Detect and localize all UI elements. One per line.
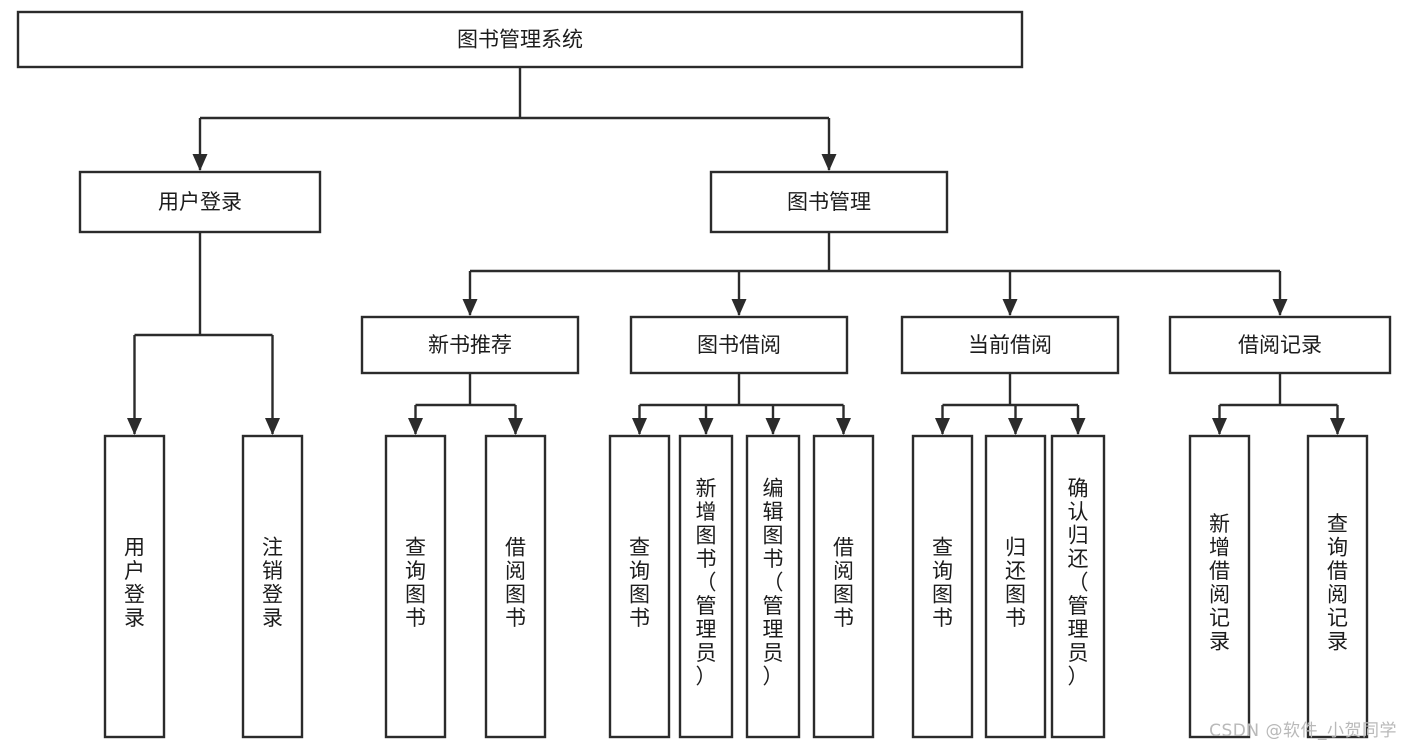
arrow-head-icon [1272,299,1288,316]
node-leaf-7-借阅图书[interactable]: 借阅图书 [812,434,875,739]
node-box [812,434,875,739]
node-label: 用户登录 [158,190,242,214]
node-leaf-6-编辑图书管理员[interactable]: 编辑图书（管理员） [745,434,801,739]
node-l3-图书借阅[interactable]: 图书借阅 [629,315,849,375]
node-box [16,10,1024,69]
node-box [384,434,447,739]
node-leaf-9-归还图书[interactable]: 归还图书 [984,434,1047,739]
arrow-head-icon [836,418,851,435]
node-box [103,434,166,739]
node-leaf-12-查询借阅记录[interactable]: 查询借阅记录 [1306,434,1369,739]
arrow-head-icon [765,418,781,435]
node-label: 用户登录 [124,535,145,630]
node-box [241,434,304,739]
node-label: 编辑图书（管理员） [763,477,784,689]
node-box [1306,434,1369,739]
arrow-head-icon [698,418,714,435]
node-label: 图书管理 [787,190,871,214]
arrow-head-icon [462,299,478,316]
node-leaf-3-借阅图书[interactable]: 借阅图书 [484,434,547,739]
node-box [484,434,547,739]
node-layer: 图书管理系统用户登录图书管理新书推荐图书借阅当前借阅借阅记录用户登录注销登录查询… [16,10,1392,739]
arrow-head-icon [935,418,950,435]
node-box [78,170,322,234]
node-leaf-11-新增借阅记录[interactable]: 新增借阅记录 [1188,434,1251,739]
node-leaf-1-注销登录[interactable]: 注销登录 [241,434,304,739]
arrow-head-icon [1008,418,1023,435]
node-label: 查询图书 [629,535,650,630]
node-label: 当前借阅 [968,333,1052,357]
node-box [911,434,974,739]
arrow-head-icon [265,418,280,435]
node-label: 图书管理系统 [457,28,583,52]
node-leaf-4-查询图书[interactable]: 查询图书 [608,434,671,739]
node-l3-当前借阅[interactable]: 当前借阅 [900,315,1120,375]
node-leaf-0-用户登录[interactable]: 用户登录 [103,434,166,739]
node-label: 借阅图书 [833,535,854,630]
node-box [745,434,801,739]
node-leaf-2-查询图书[interactable]: 查询图书 [384,434,447,739]
arrow-head-icon [1330,418,1345,435]
node-leaf-5-新增图书管理员[interactable]: 新增图书（管理员） [678,434,734,739]
arrow-head-icon [192,154,208,171]
arrow-head-icon [1070,418,1086,435]
node-label: 注销登录 [262,535,283,630]
node-l3-新书推荐[interactable]: 新书推荐 [360,315,580,375]
node-label: 新书推荐 [428,333,512,357]
node-box [900,315,1120,375]
arrow-head-icon [821,154,837,171]
node-l3-借阅记录[interactable]: 借阅记录 [1168,315,1392,375]
node-leaf-8-查询图书[interactable]: 查询图书 [911,434,974,739]
arrow-head-icon [1002,299,1018,316]
connector-layer [127,67,1345,435]
node-box [608,434,671,739]
node-label: 借阅图书 [505,535,526,630]
node-l2-用户登录[interactable]: 用户登录 [78,170,322,234]
arrow-head-icon [508,418,523,435]
node-label: 查询借阅记录 [1327,512,1348,654]
node-root-图书管理系统[interactable]: 图书管理系统 [16,10,1024,69]
node-box [1168,315,1392,375]
node-label: 查询图书 [405,535,426,630]
node-leaf-10-确认归还管理员[interactable]: 确认归还（管理员） [1050,434,1106,739]
node-label: 确认归还（管理员） [1068,477,1089,689]
node-label: 新增图书（管理员） [696,477,717,689]
arrow-head-icon [731,299,747,316]
arrow-head-icon [408,418,423,435]
node-box [1050,434,1106,739]
node-label: 图书借阅 [697,333,781,357]
node-box [709,170,949,234]
node-box [360,315,580,375]
node-label: 查询图书 [932,535,953,630]
node-label: 借阅记录 [1238,333,1322,357]
node-box [678,434,734,739]
arrow-head-icon [1212,418,1227,435]
arrow-head-icon [632,418,647,435]
node-label: 归还图书 [1005,535,1026,630]
node-label: 新增借阅记录 [1209,512,1230,654]
node-box [629,315,849,375]
node-box [1188,434,1251,739]
node-box [984,434,1047,739]
arrow-head-icon [127,418,142,435]
node-l2-图书管理[interactable]: 图书管理 [709,170,949,234]
watermark-text: CSDN @软件_小贺同学 [1209,721,1397,741]
